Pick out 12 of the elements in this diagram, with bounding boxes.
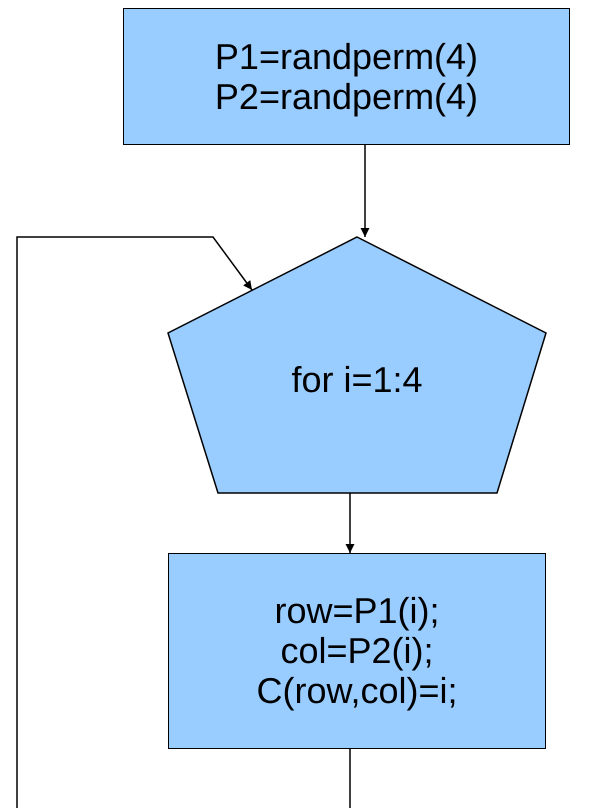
code-line: C(row,col)=i; — [256, 671, 458, 711]
process-box — [168, 553, 546, 749]
code-line: col=P2(i); — [280, 631, 434, 671]
arrow — [360, 145, 370, 237]
loop-pentagon — [168, 237, 546, 493]
code-line: P2=randperm(4) — [214, 76, 478, 116]
code-line: P1=randperm(4) — [214, 36, 478, 76]
code-line: row=P1(i); — [274, 591, 440, 631]
process-box — [123, 8, 570, 145]
code-line: for i=1:4 — [291, 360, 423, 400]
arrow — [346, 493, 354, 553]
arrow — [16, 236, 351, 808]
